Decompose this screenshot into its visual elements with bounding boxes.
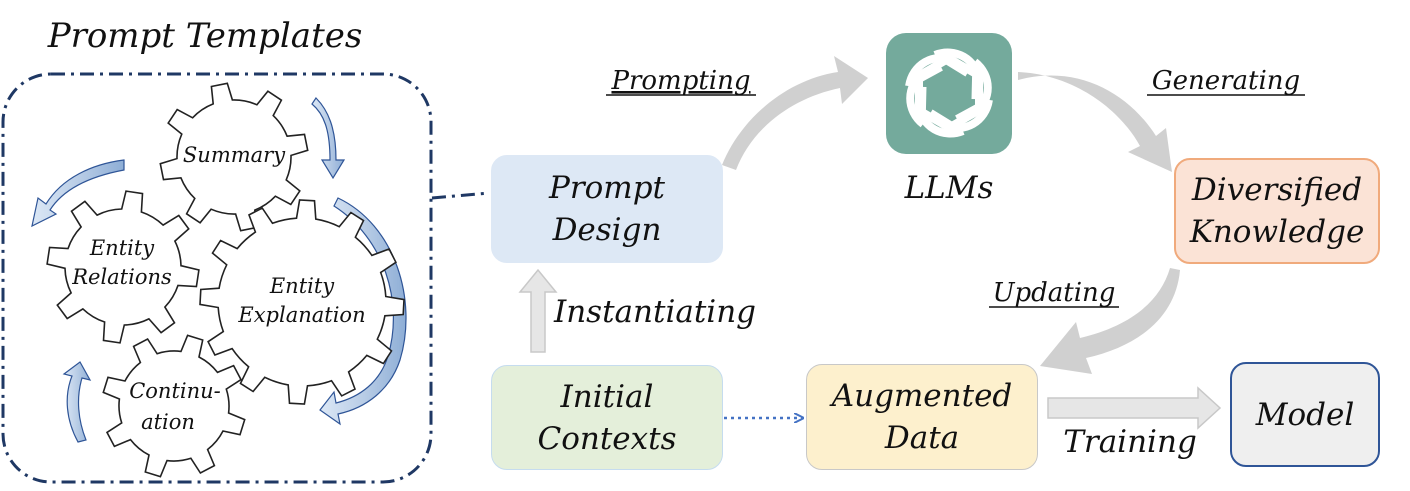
- cycle-arrow-left-bottom: [62, 361, 92, 443]
- gear-label-entity-relations-2: Relations: [71, 265, 172, 289]
- node-diversified-knowledge: Diversified Knowledge: [1174, 158, 1380, 264]
- node-initial-contexts-line1: Initial: [560, 378, 654, 415]
- edge-label-training: Training: [1063, 424, 1197, 460]
- node-initial-contexts: Initial Contexts: [491, 365, 723, 470]
- cycle-arrow-left-top: [31, 159, 125, 228]
- gear-label-entity-explanation-2: Explanation: [237, 303, 365, 327]
- gear-continuation: [102, 334, 246, 478]
- templates-connector: [431, 191, 490, 200]
- node-prompt-design-line2: Design: [552, 212, 662, 248]
- node-augmented-data-line2: Data: [884, 420, 960, 456]
- node-initial-contexts-line2: Contexts: [537, 420, 677, 457]
- gear-label-entity-explanation-1: Entity: [269, 274, 335, 298]
- node-prompt-design: Prompt Design: [491, 155, 723, 263]
- arrow-generating: [1018, 72, 1172, 172]
- gear-label-continuation-2: ation: [141, 410, 195, 434]
- llms-label: LLMs: [904, 170, 994, 206]
- arrow-instantiating: [518, 268, 558, 353]
- edge-label-prompting: Prompting: [610, 66, 750, 96]
- node-augmented-data: Augmented Data: [806, 364, 1038, 470]
- gear-entity-explanation: [199, 199, 405, 405]
- edge-label-instantiating: Instantiating: [553, 294, 756, 330]
- gear-label-summary: Summary: [183, 143, 286, 167]
- arrow-training: [1047, 386, 1222, 430]
- gear-entity-relations: [46, 190, 200, 344]
- openai-logo-icon: [886, 33, 1012, 154]
- node-diversified-knowledge-line1: Diversified: [1191, 172, 1363, 208]
- templates-title: Prompt Templates: [47, 16, 363, 56]
- node-diversified-knowledge-line2: Knowledge: [1189, 214, 1365, 250]
- edge-label-generating: Generating: [1152, 66, 1300, 96]
- gear-label-continuation-1: Continu-: [129, 379, 221, 403]
- gear-summary: [159, 82, 309, 232]
- arrow-updating: [1040, 268, 1180, 374]
- templates-frame: [1, 72, 433, 484]
- arrow-prompting: [722, 56, 868, 170]
- edge-label-updating: Updating: [993, 278, 1116, 308]
- cycle-arrow-top: [311, 97, 346, 180]
- gear-label-entity-relations-1: Entity: [89, 236, 155, 260]
- node-prompt-design-line1: Prompt: [548, 170, 666, 206]
- node-model-label: Model: [1255, 396, 1355, 433]
- node-model: Model: [1230, 362, 1380, 467]
- node-augmented-data-line1: Augmented: [831, 378, 1013, 414]
